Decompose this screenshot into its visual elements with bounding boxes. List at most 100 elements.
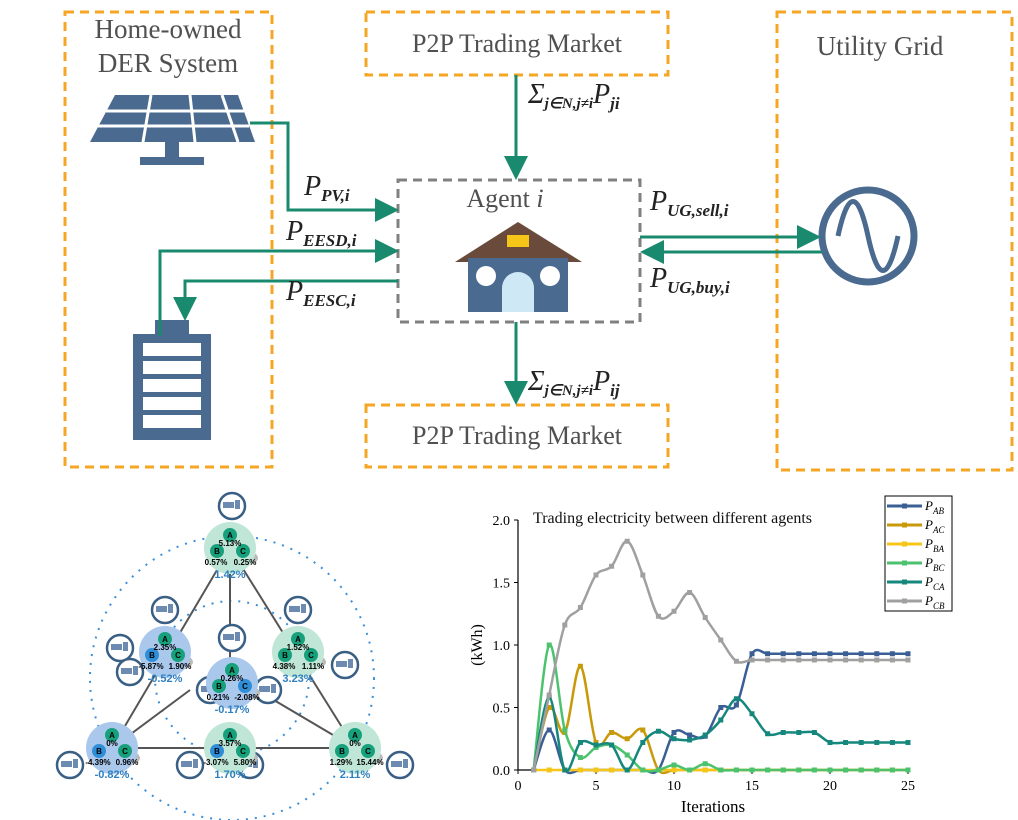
pv-battery-icon — [150, 595, 180, 625]
node-b-label: B — [282, 651, 288, 660]
pv-battery-icon — [105, 633, 135, 663]
y-axis-label: (kWh) — [469, 624, 486, 666]
data-point — [905, 651, 911, 657]
node-a-label: A — [352, 731, 358, 740]
pv-battery-icon — [175, 750, 205, 780]
data-point — [718, 637, 724, 643]
data-point — [765, 657, 771, 663]
pct-a: 3.57% — [219, 739, 242, 748]
node-b-label: B — [149, 651, 155, 660]
data-point — [843, 657, 849, 663]
data-point — [593, 742, 599, 748]
node-a — [223, 728, 237, 742]
data-point — [858, 657, 864, 663]
pv-flow-label: PPV,i — [303, 171, 350, 205]
data-point — [858, 767, 864, 773]
pct-a: 2.35% — [154, 643, 177, 652]
data-point — [827, 740, 833, 745]
pct-c: 1.90% — [169, 662, 192, 671]
data-point — [749, 651, 755, 657]
pct-c: 0.25% — [234, 558, 257, 567]
node-c-label: C — [175, 651, 181, 660]
data-point — [843, 767, 849, 773]
solar-panel-icon — [90, 94, 255, 165]
data-point — [562, 767, 568, 773]
pv-battery-icon — [385, 750, 415, 780]
data-point — [874, 740, 880, 745]
data-point — [780, 657, 786, 663]
data-point — [811, 767, 817, 773]
data-point — [702, 761, 708, 767]
node-a — [105, 728, 119, 742]
data-point — [718, 705, 724, 710]
node-b-label: B — [214, 747, 220, 756]
cluster-bubble — [86, 722, 138, 774]
legend-label: PAB — [924, 498, 944, 516]
pct-c: -2.08% — [234, 693, 259, 702]
cluster-bubble — [204, 522, 256, 574]
data-point — [874, 651, 880, 657]
pct-b: -3.07% — [203, 758, 228, 767]
chart-title: Trading electricity between different ag… — [533, 510, 812, 527]
y-tick-label: 2.0 — [493, 514, 511, 529]
data-point — [889, 657, 895, 663]
data-point — [577, 605, 583, 610]
node-b — [335, 744, 349, 758]
eesd-flow-label: PEESD,i — [285, 216, 357, 250]
x-tick-label: 20 — [823, 779, 837, 794]
data-point — [718, 767, 724, 773]
cluster-bubble — [206, 657, 258, 709]
y-tick-label: 0.5 — [493, 702, 511, 717]
ac-source-icon — [818, 186, 918, 286]
data-point — [671, 736, 677, 742]
data-point — [765, 767, 771, 773]
pct-c: 5.80% — [234, 758, 257, 767]
data-point — [702, 732, 708, 738]
data-point — [733, 767, 739, 773]
battery-icon — [133, 320, 211, 440]
node-b-label: B — [214, 547, 220, 556]
utility-grid-box — [775, 10, 1014, 472]
data-point — [702, 767, 708, 773]
legend-label: PCB — [924, 593, 945, 611]
data-point — [796, 651, 802, 657]
data-point — [655, 767, 661, 773]
data-point — [827, 767, 833, 773]
node-c — [118, 744, 132, 758]
data-point — [889, 767, 895, 773]
series-CB — [531, 538, 911, 773]
data-point — [749, 767, 755, 773]
pv-battery-icon — [330, 650, 360, 680]
data-point — [609, 563, 615, 569]
data-point — [905, 767, 911, 773]
sell-flow-label: PUG,sell,i — [649, 186, 729, 220]
data-point — [531, 767, 537, 773]
data-point — [796, 657, 802, 663]
node-b — [210, 544, 224, 558]
data-point — [905, 657, 911, 663]
data-point — [843, 651, 849, 657]
agent-label: Agent i — [466, 184, 543, 213]
der-title-line1: Home-owned — [95, 14, 242, 44]
data-point — [858, 651, 864, 657]
data-point — [811, 657, 817, 663]
pct-total: 2.11% — [340, 769, 371, 781]
node-c — [304, 648, 318, 662]
node-c — [236, 544, 250, 558]
data-point — [546, 767, 552, 773]
data-point — [874, 767, 880, 773]
x-tick-label: 5 — [593, 779, 600, 794]
legend-label: PCA — [924, 574, 945, 592]
data-point — [687, 590, 693, 595]
data-point — [562, 727, 568, 733]
data-point — [780, 651, 786, 657]
pct-a: 1.52% — [287, 643, 310, 652]
node-b — [210, 744, 224, 758]
data-point — [687, 767, 693, 773]
data-point — [874, 657, 880, 663]
pct-b: -5.87% — [138, 662, 163, 671]
